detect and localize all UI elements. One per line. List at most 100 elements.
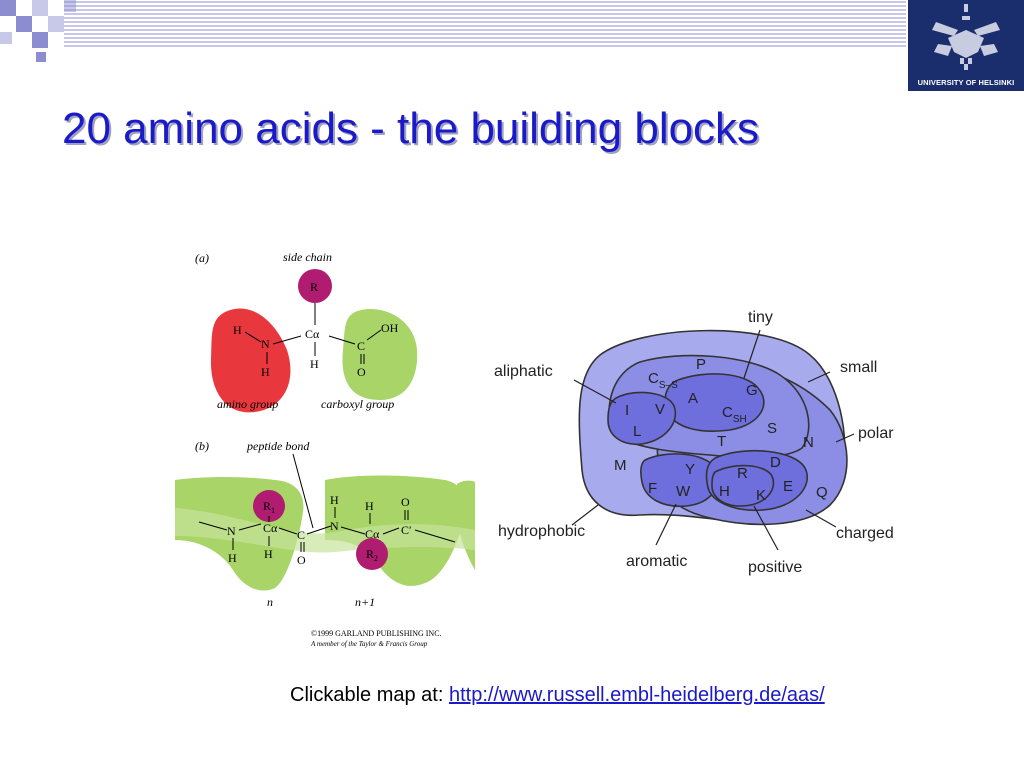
residue-t: T — [717, 433, 726, 450]
backbone-band — [175, 508, 475, 553]
side-chain-circle — [356, 538, 388, 570]
aromatic-region — [639, 453, 719, 507]
side-chain-circle — [298, 269, 332, 303]
c-atom: C′ — [401, 523, 412, 537]
helsinki-star-icon — [932, 4, 1000, 70]
carboxyl-group-blob — [342, 309, 418, 400]
category-label-polar: polar — [858, 425, 894, 442]
panel-label-b: (b) — [195, 439, 209, 453]
category-label-aliphatic: aliphatic — [494, 363, 553, 380]
residue-s: S — [767, 420, 777, 437]
bond-line — [238, 523, 262, 531]
university-logo: UNIVERSITY OF HELSINKI — [908, 0, 1024, 91]
n-atom: N — [330, 519, 339, 533]
residue-w: W — [676, 483, 691, 500]
peptide-bond-label: peptide bond — [246, 439, 310, 453]
o-atom: O — [401, 495, 410, 509]
residue-d: D — [770, 454, 781, 471]
residue-label-n: n — [267, 595, 273, 609]
amino-group-label: amino group — [217, 397, 278, 411]
residue-m: M — [614, 457, 627, 474]
copyright-line: A member of the Taylor & Francis Group — [310, 640, 428, 648]
category-label-charged: charged — [836, 525, 894, 542]
o-atom: O — [297, 553, 306, 567]
decor-square — [0, 32, 12, 44]
pointer-line — [573, 379, 617, 404]
decor-square — [16, 16, 32, 32]
pointer-line — [805, 509, 837, 528]
bond-line — [278, 527, 298, 535]
c-atom: C — [357, 339, 365, 353]
h-atom: H — [264, 547, 273, 561]
bond-line — [382, 527, 400, 535]
copyright-line: ©1999 GARLAND PUBLISHING INC. — [311, 629, 442, 638]
residue-l: L — [633, 423, 641, 440]
n-atom: N — [261, 337, 270, 351]
alpha-carbon: Cα — [305, 327, 320, 341]
decor-square — [0, 0, 16, 16]
o-atom: O — [357, 365, 366, 379]
category-label-aromatic: aromatic — [626, 553, 687, 570]
side-chain-label: side chain — [283, 250, 332, 264]
bond-line — [328, 335, 356, 345]
bond-line — [272, 335, 302, 345]
pointer-line — [743, 329, 761, 379]
decor-square — [48, 16, 64, 32]
amino-acid-venn-diagram: P CS–S G A V I L CSH S T N M D Y R E Q F… — [494, 309, 894, 576]
residue-p: P — [696, 356, 706, 373]
oh-group: OH — [381, 321, 399, 335]
residue-h: H — [719, 483, 730, 500]
bond-line — [340, 526, 366, 535]
bond-line — [366, 329, 382, 341]
russell-aas-link[interactable]: http://www.russell.embl-heidelberg.de/aa… — [448, 684, 825, 706]
residue-n: N — [803, 434, 814, 451]
residue-q: Q — [816, 484, 828, 501]
residue-a: A — [688, 390, 698, 407]
peptide-bond-line — [306, 525, 332, 535]
aliphatic-region — [607, 391, 677, 445]
pointer-line — [571, 504, 599, 526]
pointer-line — [753, 505, 779, 551]
residue-blob — [457, 480, 475, 570]
h-atom: H — [233, 323, 242, 337]
pointer-line — [292, 453, 314, 529]
c-atom: C — [297, 528, 305, 542]
residue-label-n-plus-1: n+1 — [355, 595, 375, 609]
category-label-tiny: tiny — [748, 309, 773, 326]
alpha-carbon: Cα — [365, 527, 380, 541]
decor-stripes — [64, 1, 906, 47]
positive-region — [711, 464, 775, 507]
caption-prefix: Clickable map at: — [290, 684, 449, 706]
h-atom: H — [261, 365, 270, 379]
bond-line — [198, 521, 228, 531]
residue-r: R — [737, 465, 748, 482]
slide-title: 20 amino acids - the building blocks — [62, 104, 760, 153]
h-atom: H — [310, 357, 319, 371]
residue-i: I — [625, 402, 629, 419]
bond-line — [244, 331, 262, 343]
category-label-hydrophobic: hydrophobic — [498, 523, 585, 540]
category-label-small: small — [840, 359, 877, 376]
amino-group-blob — [210, 308, 291, 413]
residue-g: G — [746, 382, 758, 399]
pointer-line — [655, 503, 677, 546]
panel-label-a: (a) — [195, 251, 209, 265]
decor-square — [32, 32, 48, 48]
residue-e: E — [783, 478, 793, 495]
r-label: R — [310, 280, 318, 294]
alpha-carbon: Cα — [263, 521, 278, 535]
residue-c-ss: CS–S — [648, 370, 678, 391]
n-atom: N — [227, 524, 236, 538]
decor-square — [32, 0, 48, 16]
residue-v: V — [655, 401, 665, 418]
pointer-line — [835, 433, 855, 443]
bond-line — [414, 529, 456, 543]
h-atom: H — [365, 499, 374, 513]
residue-y: Y — [685, 461, 695, 478]
residue-c-sh: CSH — [722, 404, 747, 425]
residue-k: K — [756, 487, 766, 504]
carboxyl-group-label: carboxyl group — [321, 397, 394, 411]
r-label: R1 — [263, 499, 275, 515]
side-chain-circle — [253, 490, 285, 522]
h-atom: H — [228, 551, 237, 565]
